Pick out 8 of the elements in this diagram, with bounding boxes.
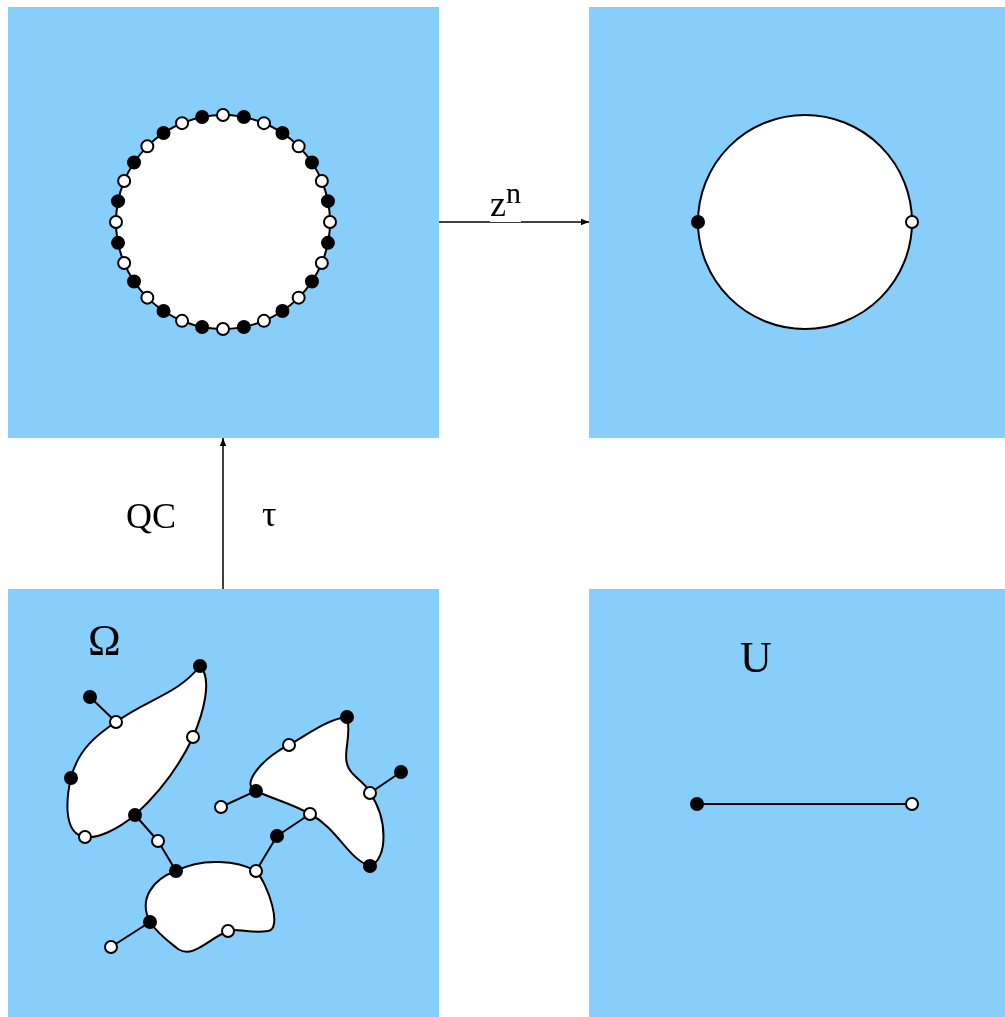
domain-label: Ω <box>88 619 121 663</box>
region-panel <box>589 589 1005 1017</box>
region-panel <box>589 7 1005 438</box>
region-panel <box>8 7 439 438</box>
arrow <box>219 437 227 590</box>
arrow <box>438 218 590 226</box>
region-panel <box>8 589 439 1017</box>
domain-label: U <box>740 636 772 680</box>
